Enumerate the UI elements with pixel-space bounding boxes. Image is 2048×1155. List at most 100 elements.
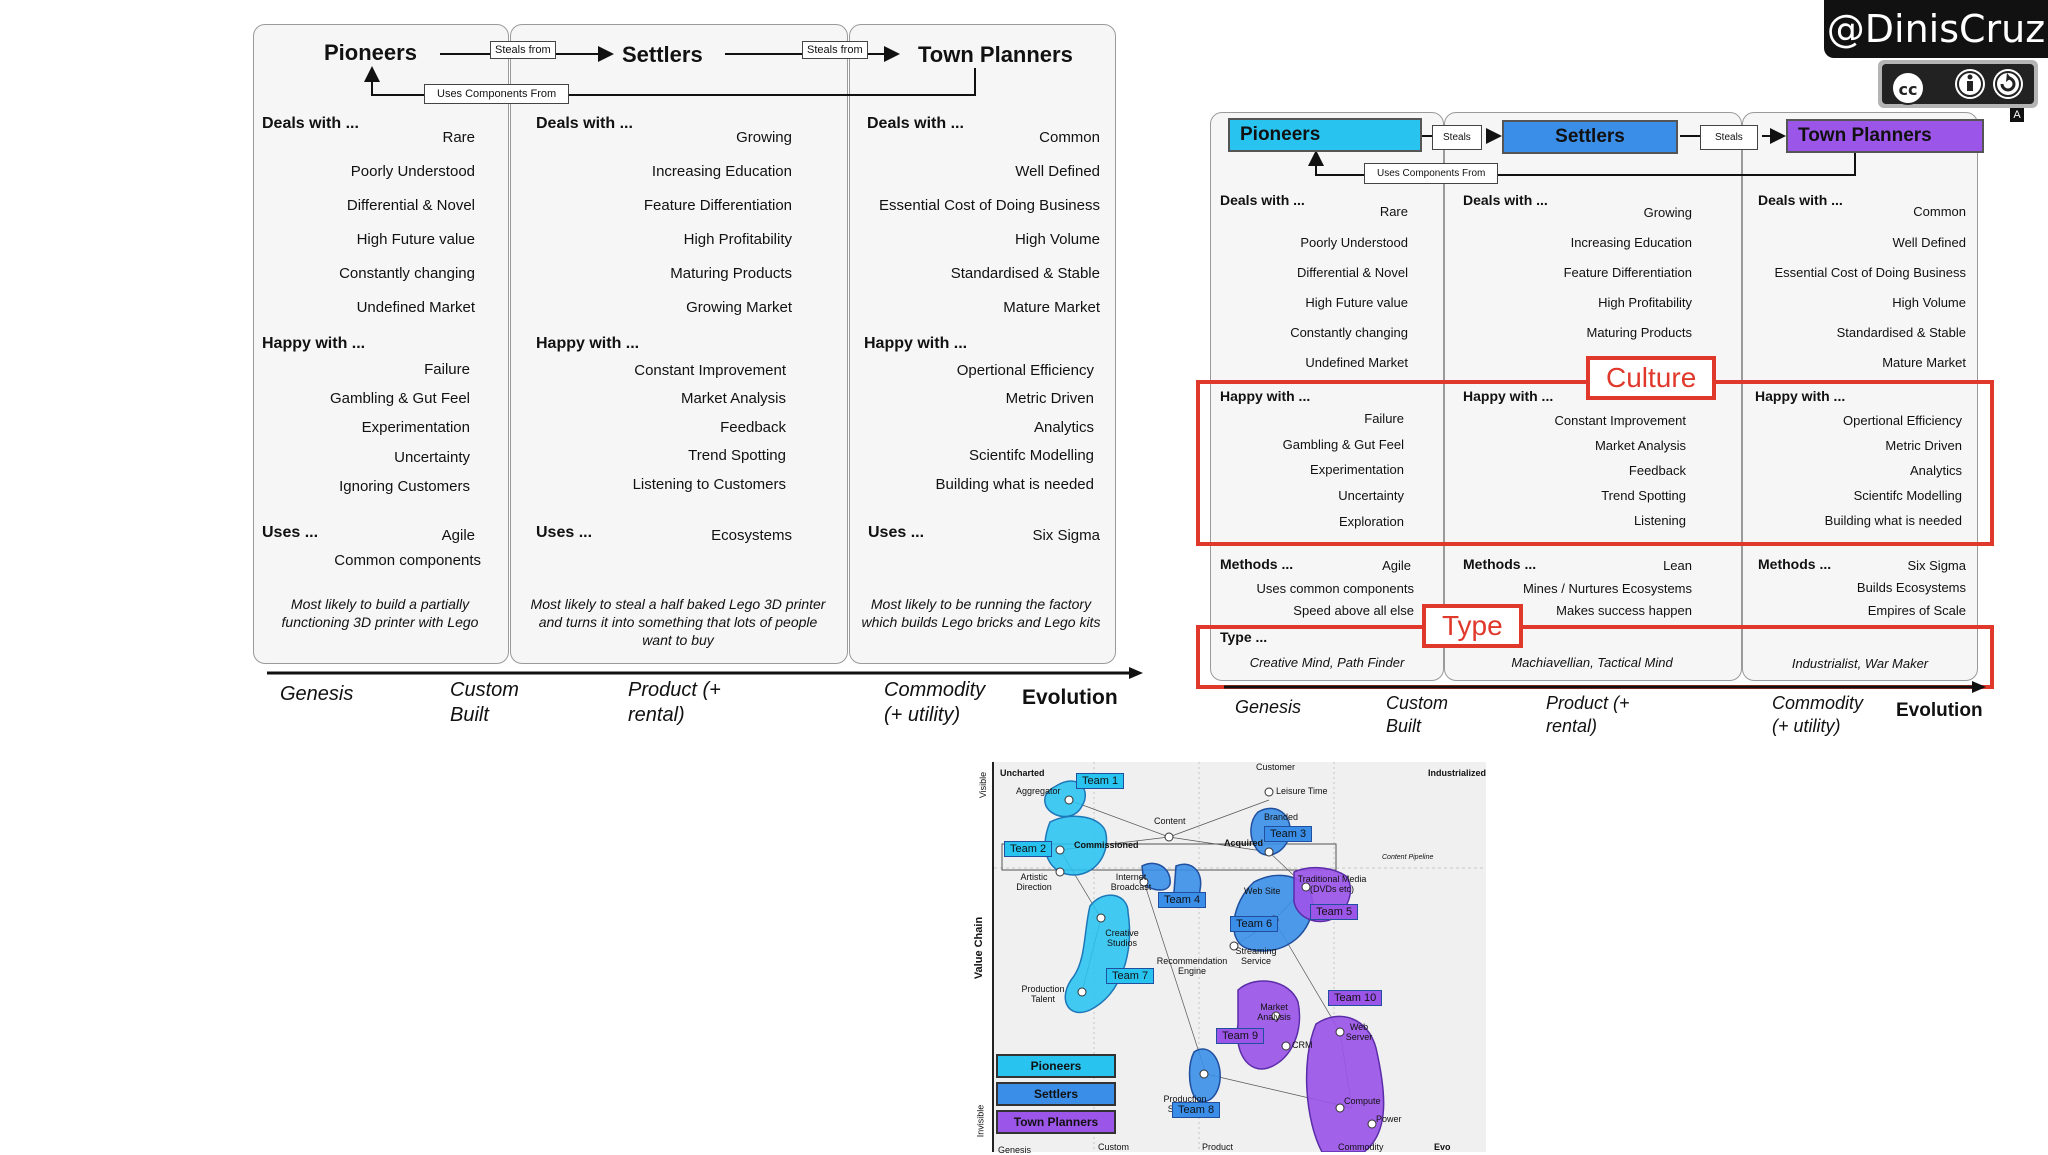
- map-node-streaming: Streaming Service: [1235, 946, 1277, 966]
- map-value-chain-label: Value Chain: [973, 916, 986, 980]
- right-header-town-planners: Town Planners: [1786, 119, 1984, 153]
- right-tag-steals: Steals: [1700, 125, 1758, 150]
- map-node-webserver: Web Server: [1345, 1022, 1373, 1042]
- map-corner-industrialized: Industrialized: [1428, 768, 1487, 778]
- left-c1-deal: High Future value: [356, 231, 475, 248]
- right-c3-type: Industrialist, War Maker: [1791, 656, 1929, 671]
- cc-license-logo: cc: [1878, 60, 2038, 108]
- right-c3-happy: Scientifc Modelling: [1853, 488, 1962, 503]
- right-c1-deal: Differential & Novel: [1296, 265, 1408, 280]
- right-c1-deal: Rare: [1379, 204, 1408, 219]
- map-legend-pioneers: Pioneers: [996, 1054, 1116, 1078]
- left-c3-deal: Common: [1039, 129, 1100, 146]
- map-content-pipeline: Content Pipeline: [1382, 854, 1434, 861]
- right-c1-method: Speed above all else: [1293, 603, 1414, 618]
- right-c3-happy: Analytics: [1909, 463, 1962, 478]
- left-c1-deal: Constantly changing: [339, 265, 475, 282]
- left-c2-deal: Growing Market: [686, 299, 792, 316]
- right-c3-deal: Mature Market: [1882, 355, 1966, 370]
- right-c2-deal: Growing: [1643, 205, 1692, 220]
- map-node-branded: Branded: [1264, 812, 1299, 822]
- right-c1-method: Agile: [1382, 558, 1411, 573]
- right-axis-evolution: Evolution: [1896, 700, 1983, 721]
- map-axis-commodity: Commodity: [1338, 1142, 1384, 1152]
- left-c3-happy: Opertional Efficiency: [956, 362, 1094, 379]
- map-invisible-label: Invisible: [975, 1104, 986, 1138]
- left-c3-deal: Mature Market: [1003, 299, 1100, 316]
- right-c1-deal: Undefined Market: [1305, 355, 1408, 370]
- left-axis-custom-built: Custom Built: [450, 679, 519, 726]
- right-c2-happy: Listening: [1633, 513, 1686, 528]
- right-c2-happy-title: Happy with ...: [1463, 388, 1554, 404]
- left-c3-deal: High Volume: [1014, 231, 1100, 248]
- map-axis-custom: Custom: [1098, 1142, 1130, 1152]
- left-c2-deal: Maturing Products: [670, 265, 792, 282]
- type-label: Type: [1422, 604, 1523, 648]
- left-axis-genesis: Genesis: [280, 683, 354, 705]
- map-axis-genesis: Genesis: [998, 1145, 1032, 1155]
- right-c2-happy: Constant Improvement: [1554, 413, 1686, 428]
- map-node-compute: Compute: [1344, 1096, 1381, 1106]
- right-c1-happy: Gambling & Gut Feel: [1282, 437, 1404, 452]
- left-c2-uses-title: Uses ...: [536, 524, 593, 541]
- left-c2-happy-title: Happy with ...: [536, 335, 640, 352]
- left-c3-happy: Scientifc Modelling: [968, 447, 1094, 464]
- left-c1-note: Most likely to build a partially functio…: [281, 596, 479, 630]
- right-header-settlers: Settlers: [1502, 120, 1678, 154]
- right-c3-deal: Well Defined: [1892, 235, 1966, 250]
- left-c2-deal: Feature Differentiation: [643, 197, 792, 214]
- left-col-pioneers: [253, 24, 509, 664]
- map-node-talent: Production Talent: [1021, 984, 1065, 1004]
- map-legend-town-planners: Town Planners: [996, 1110, 1116, 1134]
- right-c2-method: Makes success happen: [1556, 603, 1692, 618]
- right-c1-type-title: Type ...: [1220, 629, 1268, 645]
- right-c2-deal: Feature Differentiation: [1563, 265, 1692, 280]
- map-node-content: Content: [1154, 816, 1186, 826]
- map-axis-evolution: Evo: [1434, 1142, 1451, 1152]
- right-c2-method: Mines / Nurtures Ecosystems: [1522, 581, 1692, 596]
- left-c1-deals-title: Deals with ...: [262, 115, 359, 132]
- map-axis-product: Product: [1202, 1142, 1234, 1152]
- left-c3-happy-title: Happy with ...: [864, 335, 968, 352]
- right-c2-deal: High Profitability: [1598, 295, 1692, 310]
- right-tag-uses-components: Uses Components From: [1364, 163, 1499, 184]
- left-c1-deal: Undefined Market: [356, 299, 475, 316]
- map-team-3: Team 3: [1264, 826, 1313, 842]
- right-c2-type: Machiavellian, Tactical Mind: [1511, 655, 1673, 670]
- map-team-9: Team 9: [1216, 1028, 1265, 1044]
- left-c1-deal: Differential & Novel: [346, 197, 475, 214]
- left-c1-uses: Agile: [441, 527, 475, 544]
- map-node-creative: Creative Studios: [1105, 928, 1139, 948]
- left-c1-happy: Ignoring Customers: [339, 478, 470, 495]
- left-c3-deals-title: Deals with ...: [867, 115, 964, 132]
- left-c2-happy: Listening to Customers: [632, 476, 786, 493]
- left-c1-uses-title: Uses ...: [262, 524, 319, 541]
- map-blobs: [994, 762, 1484, 1152]
- left-col-town-planners: [849, 24, 1116, 664]
- right-header-pioneers: Pioneers: [1228, 118, 1422, 152]
- left-c1-happy: Failure: [424, 361, 470, 378]
- right-c2-methods-title: Methods ...: [1463, 556, 1537, 572]
- left-c3-uses: Six Sigma: [1032, 527, 1100, 544]
- right-c3-happy: Building what is needed: [1824, 513, 1962, 528]
- map-node-artistic: Artistic Direction: [1016, 872, 1052, 892]
- map-node-tradmedia: Traditional Media (DVDs etc): [1297, 874, 1367, 894]
- right-c2-happy: Feedback: [1628, 463, 1686, 478]
- right-c1-happy: Uncertainty: [1338, 488, 1404, 503]
- left-axis-evolution: Evolution: [1022, 686, 1118, 709]
- right-c3-happy: Metric Driven: [1885, 438, 1962, 453]
- map-node-acquired: Acquired: [1224, 838, 1264, 848]
- right-c2-deal: Increasing Education: [1570, 235, 1692, 250]
- left-c2-happy: Constant Improvement: [634, 362, 786, 379]
- left-c2-deal: Increasing Education: [651, 163, 792, 180]
- left-c2-deal: Growing: [736, 129, 792, 146]
- cc-attribution-letter: A: [2010, 108, 2024, 122]
- left-tag-uses-components: Uses Components From: [424, 84, 570, 104]
- map-team-10: Team 10: [1328, 990, 1383, 1006]
- right-c3-methods-title: Methods ...: [1758, 556, 1832, 572]
- map-team-7: Team 7: [1106, 968, 1155, 984]
- left-c2-deal: High Profitability: [683, 231, 792, 248]
- map-node-leisure: Leisure Time: [1276, 786, 1328, 796]
- svg-text:cc: cc: [1899, 80, 1918, 99]
- right-c3-method: Empires of Scale: [1867, 603, 1966, 618]
